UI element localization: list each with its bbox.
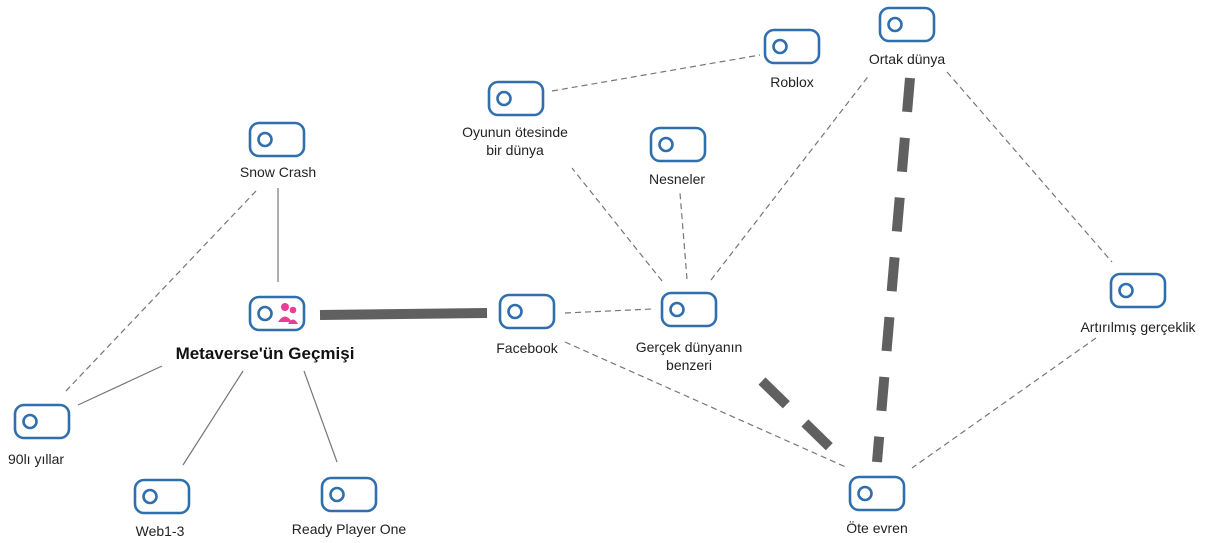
edge-metaverse-90li-yillar (77, 365, 163, 406)
node-frame (878, 6, 936, 43)
edge-gercek-ote-evren (758, 377, 849, 466)
toggle-icon (329, 486, 345, 503)
node-ortak-dunya[interactable]: Ortak dünya (869, 6, 945, 67)
node-label: Metaverse'ün Geçmişi (176, 344, 355, 363)
node-frame (133, 478, 191, 515)
node-artirilmis-gerceklik[interactable]: Artırılmış gerçeklik (1080, 272, 1197, 335)
toggle-icon (1118, 282, 1134, 299)
node-web1-3[interactable]: Web1-3 (133, 478, 191, 539)
node-frame (763, 28, 821, 65)
node-label: Roblox (770, 74, 814, 90)
node-snow-crash[interactable]: Snow Crash (240, 121, 316, 180)
node-label: Nesneler (649, 171, 705, 187)
node-label-line2: bir dünya (486, 142, 544, 158)
node-label: 90lı yıllar (8, 451, 64, 467)
toggle-icon (496, 90, 512, 107)
edge-artirilmis-ote-evren (911, 337, 1097, 469)
node-ready-player-one[interactable]: Ready Player One (292, 476, 407, 537)
toggle-icon (507, 303, 523, 320)
node-90li-yillar[interactable]: 90lı yıllar (8, 403, 71, 467)
node-roblox[interactable]: Roblox (763, 28, 821, 90)
node-label: Ready Player One (292, 521, 407, 537)
node-ote-evren[interactable]: Öte evren (846, 475, 908, 536)
node-frame (649, 126, 707, 163)
node-frame (248, 121, 306, 158)
node-frame (1109, 272, 1167, 309)
people-icon (278, 303, 298, 324)
node-facebook[interactable]: Facebook (496, 293, 559, 356)
toggle-icon (658, 136, 674, 153)
toggle-icon (772, 38, 788, 55)
node-nesneler[interactable]: Nesneler (649, 126, 707, 187)
edge-ortak-dunya-artirilmis (946, 71, 1113, 263)
node-frame (13, 403, 71, 440)
toggle-icon (669, 301, 685, 318)
node-label: Artırılmış gerçeklik (1080, 319, 1196, 335)
edge-ortak-dunya-ote-evren (872, 77, 915, 463)
toggle-icon (857, 485, 873, 502)
node-frame (660, 291, 718, 328)
node-metaverse[interactable]: Metaverse'ün Geçmişi (176, 295, 355, 363)
node-label: Facebook (496, 340, 558, 356)
node-label: Web1-3 (136, 523, 185, 539)
node-label-line2: benzeri (666, 357, 712, 373)
node-label: Ortak dünya (869, 51, 945, 67)
toggle-icon (142, 488, 158, 505)
node-frame (498, 293, 556, 330)
edge-gercek-ortak-dunya (710, 73, 871, 281)
edge-gercek-nesneler (679, 192, 688, 280)
edges (63, 54, 1113, 469)
node-frame (320, 476, 378, 513)
node-label-line1: Oyunun ötesinde (462, 124, 568, 140)
edge-facebook-ote-evren (564, 341, 849, 469)
node-label: Snow Crash (240, 164, 316, 180)
node-frame (848, 475, 906, 512)
node-ring (257, 305, 273, 322)
node-frame (487, 80, 545, 117)
edge-metaverse-ready-player-one (303, 370, 338, 463)
edge-oyunun-roblox (551, 54, 761, 92)
toggle-icon (887, 16, 903, 33)
edge-snow-crash-90li-yillar (63, 190, 257, 394)
node-label: Öte evren (846, 519, 907, 536)
edge-metaverse-web1-3 (182, 370, 244, 466)
toggle-icon (22, 413, 38, 430)
toggle-icon (257, 131, 273, 148)
edge-facebook-gercek (564, 308, 653, 314)
node-gercek-dunyanin-benzeri[interactable]: Gerçek dünyanın benzeri (636, 291, 743, 373)
edge-metaverse-facebook (319, 308, 488, 320)
node-oyunun-otesinde[interactable]: Oyunun ötesinde bir dünya (462, 80, 568, 158)
node-label-line1: Gerçek dünyanın (636, 339, 743, 355)
edge-gercek-oyunun (571, 167, 663, 282)
